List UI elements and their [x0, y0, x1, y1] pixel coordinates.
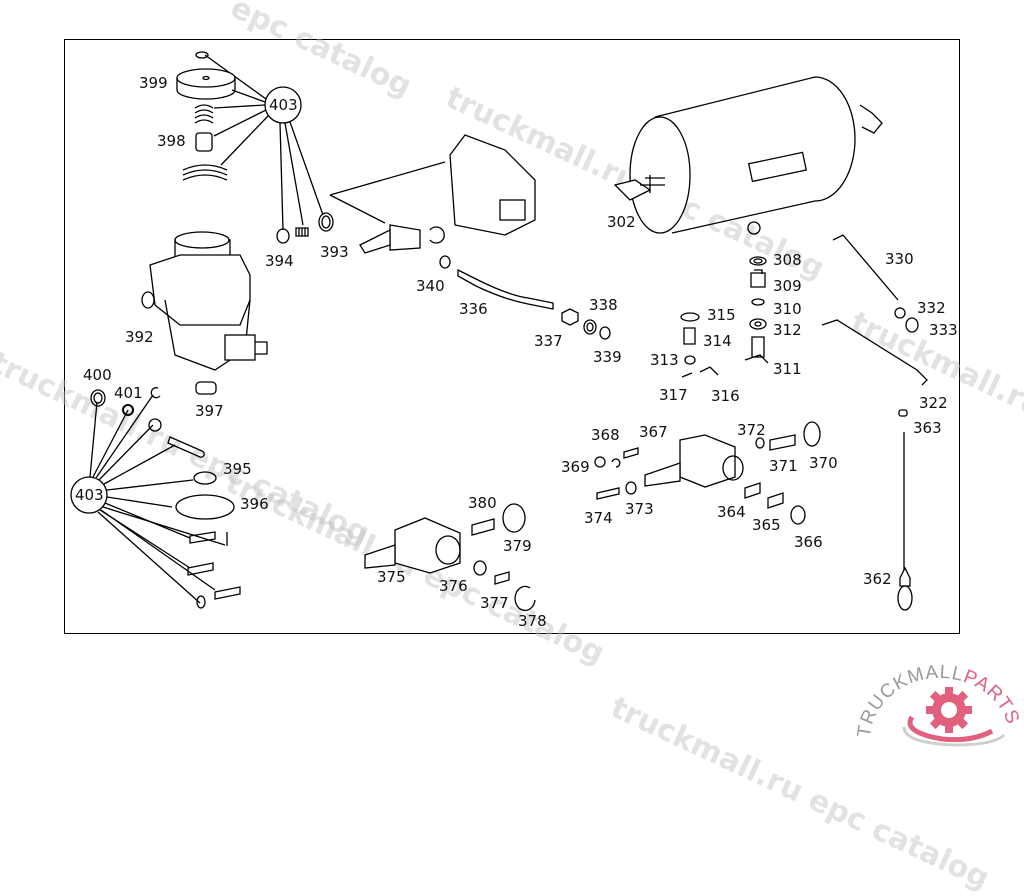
part-label-302[interactable]: 302 — [607, 213, 636, 231]
part-label-314[interactable]: 314 — [703, 332, 732, 350]
part-label-366[interactable]: 366 — [794, 533, 823, 551]
part-label-363[interactable]: 363 — [913, 419, 942, 437]
part-label-336[interactable]: 336 — [459, 300, 488, 318]
parts-drawing — [70, 51, 928, 612]
part-label-372[interactable]: 372 — [737, 421, 766, 439]
part-label-333[interactable]: 333 — [929, 321, 958, 339]
part-label-316[interactable]: 316 — [711, 387, 740, 405]
part-label-380[interactable]: 380 — [468, 494, 497, 512]
part-label-338[interactable]: 338 — [589, 296, 618, 314]
truckmallparts-logo: TRUCKMALLPARTS — [854, 662, 1022, 747]
compressor-392 — [141, 231, 268, 371]
part-label-379[interactable]: 379 — [503, 537, 532, 555]
kit-label-403[interactable]: 403 — [269, 96, 298, 114]
logo-text-accent: PARTS — [961, 666, 1022, 727]
part-label-369[interactable]: 369 — [561, 458, 590, 476]
kit-callout-403-top — [204, 54, 324, 231]
part-label-313[interactable]: 313 — [650, 351, 679, 369]
part-label-396[interactable]: 396 — [240, 495, 269, 513]
part-label-375[interactable]: 375 — [377, 568, 406, 586]
part-label-394[interactable]: 394 — [265, 252, 294, 270]
part-label-397[interactable]: 397 — [195, 402, 224, 420]
part-label-399[interactable]: 399 — [139, 74, 168, 92]
part-label-374[interactable]: 374 — [584, 509, 613, 527]
part-label-400[interactable]: 400 — [83, 366, 112, 384]
part-label-340[interactable]: 340 — [416, 277, 445, 295]
air-reservoir-302 — [613, 76, 883, 235]
part-label-315[interactable]: 315 — [707, 306, 736, 324]
part-label-398[interactable]: 398 — [157, 132, 186, 150]
part-label-322[interactable]: 322 — [919, 394, 948, 412]
kit-label-403[interactable]: 403 — [75, 486, 104, 504]
part-label-337[interactable]: 337 — [534, 332, 563, 350]
part-label-311[interactable]: 311 — [773, 360, 802, 378]
part-label-393[interactable]: 393 — [320, 243, 349, 261]
part-label-378[interactable]: 378 — [518, 612, 547, 630]
part-label-370[interactable]: 370 — [809, 454, 838, 472]
part-label-332[interactable]: 332 — [917, 299, 946, 317]
gear-icon — [926, 687, 972, 733]
part-label-377[interactable]: 377 — [480, 594, 509, 612]
part-label-317[interactable]: 317 — [659, 386, 688, 404]
part-label-330[interactable]: 330 — [885, 250, 914, 268]
part-label-367[interactable]: 367 — [639, 423, 668, 441]
part-label-373[interactable]: 373 — [625, 500, 654, 518]
part-label-310[interactable]: 310 — [773, 300, 802, 318]
part-label-368[interactable]: 368 — [591, 426, 620, 444]
diagram-frame — [64, 39, 960, 634]
part-label-395[interactable]: 395 — [223, 460, 252, 478]
part-label-312[interactable]: 312 — [773, 321, 802, 339]
part-label-376[interactable]: 376 — [439, 577, 468, 595]
part-label-371[interactable]: 371 — [769, 457, 798, 475]
part-label-362[interactable]: 362 — [863, 570, 892, 588]
part-label-392[interactable]: 392 — [125, 328, 154, 346]
part-label-339[interactable]: 339 — [593, 348, 622, 366]
part-label-365[interactable]: 365 — [752, 516, 781, 534]
part-label-364[interactable]: 364 — [717, 503, 746, 521]
part-label-401[interactable]: 401 — [114, 384, 143, 402]
part-label-308[interactable]: 308 — [773, 251, 802, 269]
part-label-309[interactable]: 309 — [773, 277, 802, 295]
kit-callout-403-bottom — [70, 394, 226, 604]
